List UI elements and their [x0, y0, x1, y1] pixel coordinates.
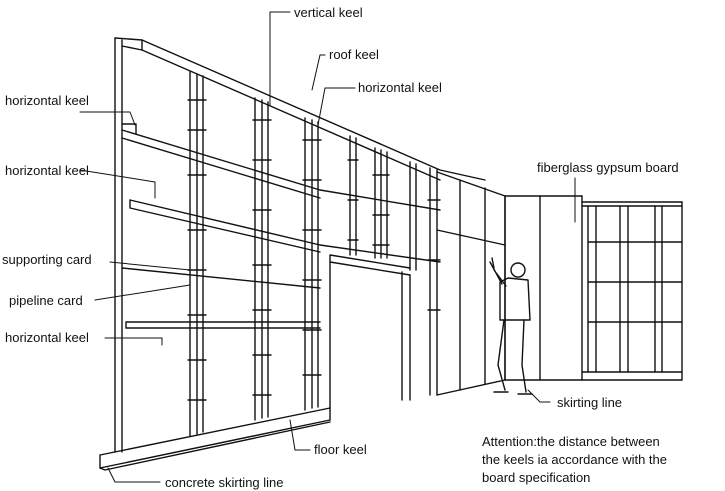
worker-figure	[489, 257, 533, 395]
attention-note-line-3: board specification	[482, 470, 591, 485]
label-fiberglass-gypsum-board: fiberglass gypsum board	[537, 160, 679, 175]
door-opening	[329, 254, 411, 409]
label-pipeline-card: pipeline card	[9, 293, 83, 308]
horizontal-keels	[121, 123, 441, 329]
leader-lines	[79, 11, 576, 483]
label-horizontal-keel-2: horizontal keel	[5, 163, 89, 178]
attention-note-line-1: Attention:the distance between	[482, 434, 660, 449]
attention-note: Attention:the distance between the keels…	[482, 433, 667, 487]
main-wall-frame	[99, 37, 486, 471]
label-floor-keel: floor keel	[314, 442, 367, 457]
label-horizontal-keel-3: horizontal keel	[5, 330, 89, 345]
vertical-keels	[187, 71, 441, 437]
label-roof-keel: roof keel	[329, 47, 379, 62]
label-skirting-line: skirting line	[557, 395, 623, 410]
label-horizontal-keel-1: horizontal keel	[5, 93, 89, 108]
label-horizontal-keel-right: horizontal keel	[358, 80, 442, 95]
label-supporting-card: supporting card	[2, 252, 92, 267]
label-vertical-keel: vertical keel	[294, 5, 363, 20]
gypsum-boards	[436, 171, 583, 396]
back-wall-frame	[581, 201, 683, 381]
label-concrete-skirting-line: concrete skirting line	[165, 475, 284, 490]
attention-note-line-2: the keels ia accordance with the	[482, 452, 667, 467]
